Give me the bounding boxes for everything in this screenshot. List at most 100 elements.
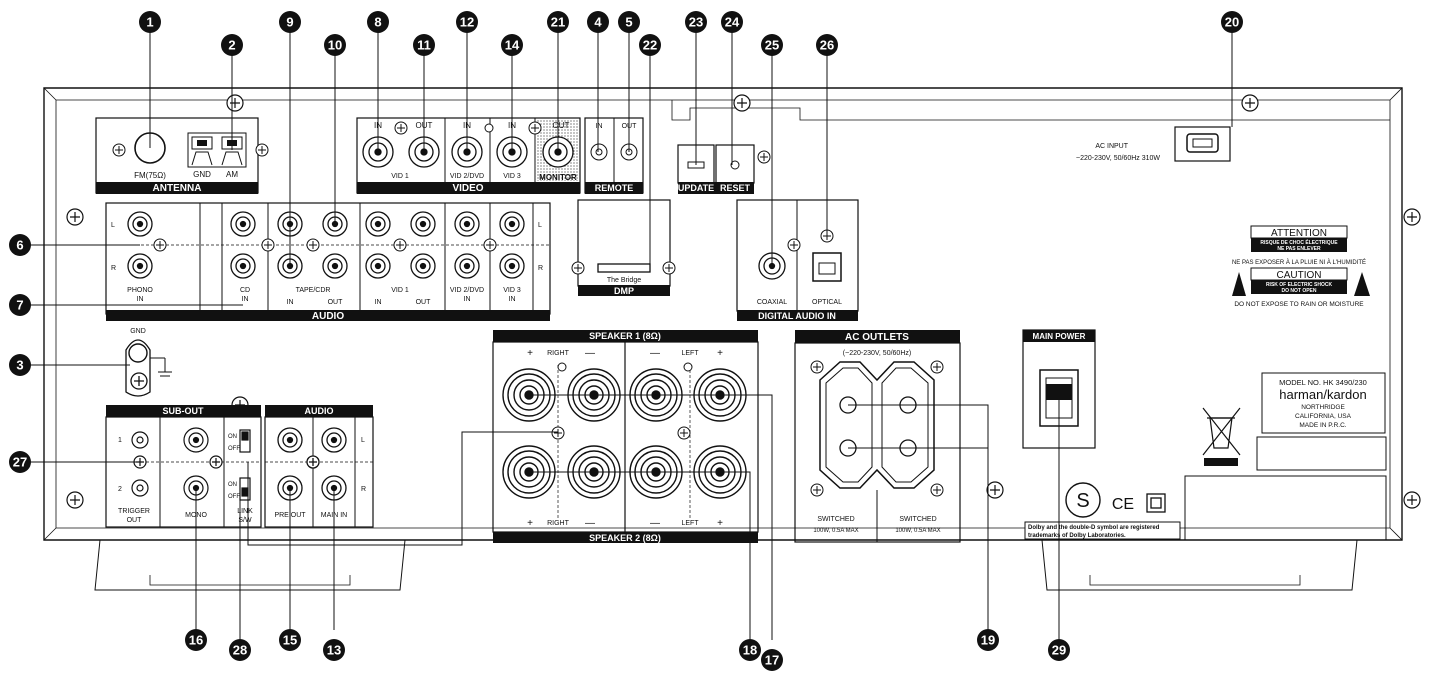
audio-section: AUDIO L R L R PHONO IN CD IN TAPE/CDR I [105, 202, 551, 322]
svg-text:RESET: RESET [720, 183, 751, 193]
digital-audio-in-section: DIGITAL AUDIO IN COAXIAL OPTICAL [736, 199, 859, 321]
safety-warning-label: ATTENTION RISQUE DE CHOC ÉLECTRIQUE NE P… [1232, 225, 1370, 308]
svg-text:VID 2/DVD: VID 2/DVD [450, 173, 484, 180]
model-label: MODEL NO. HK 3490/230 harman/kardon NORT… [1184, 372, 1387, 541]
svg-text:18: 18 [743, 643, 757, 658]
svg-text:IN: IN [242, 296, 249, 303]
svg-text:2: 2 [118, 486, 122, 493]
callout-2: 2 [221, 34, 243, 56]
svg-text:NORTHRIDGE: NORTHRIDGE [1301, 404, 1345, 411]
svg-text:The Bridge: The Bridge [607, 277, 641, 284]
antenna-section: ANTENNA FM(75Ω) GND AM [95, 117, 269, 194]
svg-text:20: 20 [1225, 15, 1239, 30]
svg-text:COAXIAL: COAXIAL [757, 299, 787, 306]
svg-text:9: 9 [286, 15, 293, 30]
svg-text:+: + [717, 518, 723, 529]
svg-text:CE: CE [1112, 496, 1134, 513]
svg-text:(~220-230V, 50/60Hz): (~220-230V, 50/60Hz) [843, 350, 911, 357]
svg-text:—: — [585, 348, 595, 359]
svg-text:16: 16 [189, 633, 203, 648]
svg-text:LEFT: LEFT [681, 350, 699, 357]
svg-text:GND: GND [130, 328, 146, 335]
svg-text:SWITCHED: SWITCHED [817, 516, 854, 523]
svg-text:29: 29 [1052, 643, 1066, 658]
callout-12: 12 [456, 11, 478, 33]
svg-text:MADE IN P.R.C.: MADE IN P.R.C. [1299, 422, 1346, 429]
svg-text:R: R [538, 265, 543, 272]
callout-4: 4 [587, 11, 609, 33]
svg-text:14: 14 [505, 38, 520, 53]
svg-text:VIDEO: VIDEO [452, 183, 483, 194]
svg-text:LINK: LINK [237, 508, 253, 515]
svg-text:NE PAS EXPOSER À LA PLUIE NI À: NE PAS EXPOSER À LA PLUIE NI À L'HUMIDIT… [1232, 259, 1366, 266]
svg-text:IN: IN [137, 296, 144, 303]
callout-17: 17 [761, 649, 783, 671]
svg-text:15: 15 [283, 633, 297, 648]
svg-text:100W, 0.5A MAX: 100W, 0.5A MAX [895, 528, 940, 534]
svg-text:OUT: OUT [328, 299, 344, 306]
callout-14: 14 [501, 34, 523, 56]
svg-text:23: 23 [689, 15, 703, 30]
svg-text:NE PAS ENLEVER: NE PAS ENLEVER [1277, 246, 1321, 252]
svg-text:MAIN POWER: MAIN POWER [1033, 332, 1086, 341]
svg-text:OUT: OUT [553, 121, 570, 130]
svg-text:trademarks of Dolby Laboratori: trademarks of Dolby Laboratories. [1028, 533, 1126, 539]
callout-19: 19 [977, 629, 999, 651]
svg-text:RISK OF ELECTRIC SHOCK: RISK OF ELECTRIC SHOCK [1266, 282, 1333, 288]
callout-15: 15 [279, 629, 301, 651]
svg-text:GND: GND [193, 170, 211, 179]
svg-text:SUB-OUT: SUB-OUT [163, 406, 204, 416]
ac-input: AC INPUT ~220-230V, 50/60Hz 310W [1076, 126, 1231, 162]
svg-text:24: 24 [725, 15, 740, 30]
ac-outlets-section: AC OUTLETS (~220-230V, 50/60Hz) SWITCHED… [794, 330, 961, 543]
svg-text:OUT: OUT [127, 517, 143, 524]
update-reset-section: UPDATE RESET [677, 144, 771, 194]
svg-text:IN: IN [287, 299, 294, 306]
svg-text:~220-230V, 50/60Hz 310W: ~220-230V, 50/60Hz 310W [1076, 155, 1160, 162]
svg-text:+: + [527, 518, 533, 529]
svg-text:ON: ON [228, 482, 237, 488]
svg-text:OUT: OUT [416, 299, 432, 306]
svg-text:AUDIO: AUDIO [312, 311, 344, 322]
callout-8: 8 [367, 11, 389, 33]
svg-text:17: 17 [765, 653, 779, 668]
callout-13: 13 [323, 639, 345, 661]
svg-text:VID 2/DVD: VID 2/DVD [450, 287, 484, 294]
svg-text:RIGHT: RIGHT [547, 520, 570, 527]
chassis [43, 87, 1403, 591]
svg-text:27: 27 [13, 455, 27, 470]
callout-1: 1 [139, 11, 161, 33]
svg-text:CALIFORNIA, USA: CALIFORNIA, USA [1295, 413, 1352, 420]
svg-text:—: — [650, 518, 660, 529]
svg-text:IN: IN [375, 299, 382, 306]
svg-text:AUDIO: AUDIO [305, 406, 334, 416]
callout-28: 28 [229, 639, 251, 661]
svg-text:22: 22 [643, 38, 657, 53]
svg-text:RIGHT: RIGHT [547, 350, 570, 357]
callout-10: 10 [324, 34, 346, 56]
callout-25: 25 [761, 34, 783, 56]
svg-text:10: 10 [328, 38, 342, 53]
svg-text:26: 26 [820, 38, 834, 53]
svg-text:Dolby and the double-D symbol: Dolby and the double-D symbol are regist… [1028, 525, 1160, 531]
svg-text:L: L [538, 222, 542, 229]
svg-text:OPTICAL: OPTICAL [812, 299, 842, 306]
svg-text:21: 21 [551, 15, 565, 30]
callout-11: 11 [413, 34, 435, 56]
svg-text:28: 28 [233, 643, 247, 658]
svg-text:VID 3: VID 3 [503, 287, 521, 294]
callout-22: 22 [639, 34, 661, 56]
remote-section: REMOTE IN OUT [584, 117, 644, 194]
svg-text:TRIGGER: TRIGGER [118, 508, 150, 515]
gnd-terminal: GND [125, 328, 172, 397]
svg-text:IN: IN [509, 296, 516, 303]
video-section: VIDEO IN OUT IN IN OUT VID 1 VID 2/DVD V… [356, 117, 581, 194]
svg-text:11: 11 [417, 38, 431, 53]
callout-3: 3 [9, 354, 31, 376]
svg-text:8: 8 [374, 15, 381, 30]
svg-text:CD: CD [240, 287, 250, 294]
svg-text:DO NOT EXPOSE TO RAIN OR MOIST: DO NOT EXPOSE TO RAIN OR MOISTURE [1234, 301, 1364, 308]
svg-text:AC OUTLETS: AC OUTLETS [845, 332, 909, 343]
